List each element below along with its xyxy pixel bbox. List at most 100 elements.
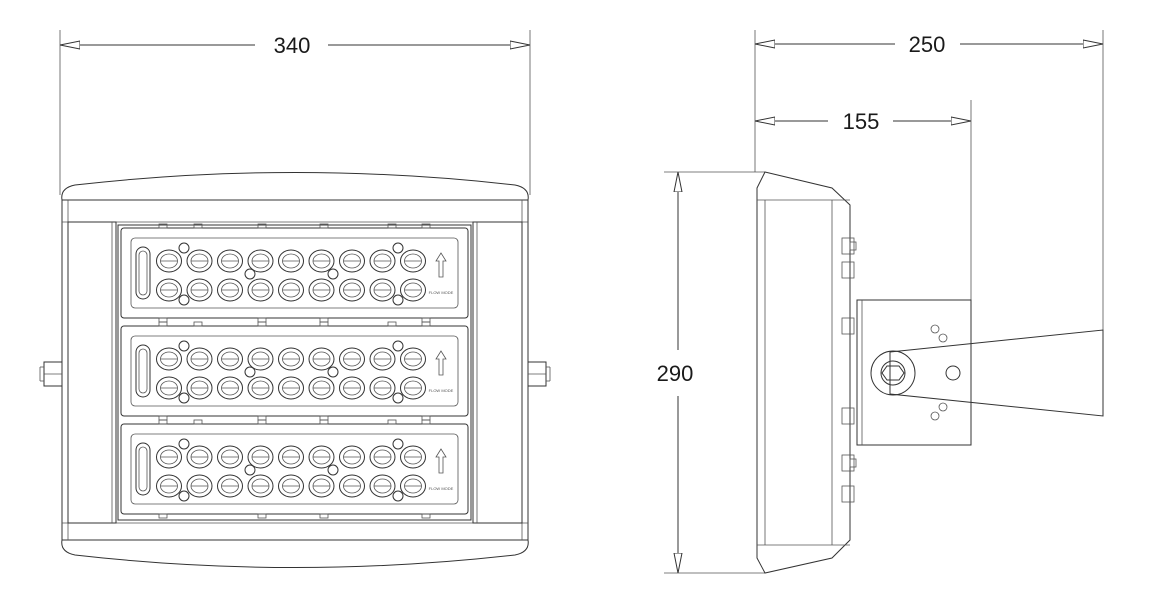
module-tab: [158, 317, 168, 323]
led-lens: [217, 278, 243, 302]
led-lens: [369, 445, 396, 469]
led-lens: [186, 249, 213, 273]
screw: [392, 490, 404, 502]
module-tab: [257, 317, 267, 323]
led-lens: [308, 278, 335, 302]
module-tab: [421, 513, 431, 519]
module-tab: [319, 223, 329, 229]
led-lens: [217, 376, 243, 400]
front-bottom-cap: [61, 539, 529, 568]
screw: [178, 490, 190, 502]
led-lens: [186, 278, 213, 302]
module-tab: [319, 419, 329, 425]
module-tab: [421, 415, 431, 421]
led-lens: [217, 474, 243, 498]
led-module-inner: [130, 237, 459, 309]
led-lens: [156, 376, 182, 400]
screw: [327, 464, 339, 476]
led-module-inner: [130, 433, 459, 505]
screw: [327, 366, 339, 378]
led-lens: [186, 445, 213, 469]
module-tab: [257, 419, 267, 425]
screw: [392, 340, 404, 352]
module-tab: [421, 317, 431, 323]
screw: [244, 366, 256, 378]
led-lens: [369, 474, 396, 498]
module-slot: [135, 344, 151, 398]
led-lens: [308, 445, 335, 469]
led-lens: [156, 474, 182, 498]
module-tab: [158, 513, 168, 519]
led-lens: [400, 249, 426, 273]
led-lens: [156, 278, 182, 302]
module-tab: [158, 321, 168, 327]
led-lens: [400, 445, 426, 469]
led-module: [120, 325, 469, 417]
screw: [327, 268, 339, 280]
direction-arrow-icon: [435, 448, 447, 474]
module-slot: [135, 246, 151, 300]
direction-arrow-icon: [435, 350, 447, 376]
led-module-inner: [130, 335, 459, 407]
screw: [244, 464, 256, 476]
led-panel-frame: [117, 224, 472, 521]
screw: [392, 242, 404, 254]
module-tab: [421, 223, 431, 229]
mounting-plate: [856, 299, 972, 446]
led-lens: [278, 474, 304, 498]
led-lens: [247, 249, 274, 273]
led-lens: [308, 474, 335, 498]
led-lens: [339, 249, 365, 273]
screw: [392, 392, 404, 404]
led-lens: [247, 278, 274, 302]
led-lens: [369, 278, 396, 302]
led-lens: [400, 376, 426, 400]
module-tab: [387, 419, 397, 425]
led-lens: [369, 249, 396, 273]
led-lens: [247, 347, 274, 371]
screw: [178, 438, 190, 450]
module-label: FLOW MODE: [429, 290, 454, 295]
led-lens: [339, 347, 365, 371]
module-slot: [135, 442, 151, 496]
led-lens: [278, 278, 304, 302]
side-rear-clips: [841, 237, 857, 503]
depth-body-dimension-label: 155: [843, 109, 880, 134]
led-lens: [400, 278, 426, 302]
led-module: [120, 227, 469, 319]
module-tab: [319, 415, 329, 421]
led-lens: [217, 249, 243, 273]
right-side-knob: [527, 361, 551, 387]
screw: [392, 438, 404, 450]
led-lens: [278, 347, 304, 371]
module-tab: [158, 223, 168, 229]
led-lens: [278, 376, 304, 400]
front-left-rail: [67, 221, 117, 524]
led-lens: [278, 249, 304, 273]
led-lens: [339, 474, 365, 498]
led-lens: [247, 474, 274, 498]
module-tab: [257, 513, 267, 519]
module-tab: [319, 513, 329, 519]
screw: [392, 294, 404, 306]
module-tab: [319, 321, 329, 327]
module-tab: [257, 321, 267, 327]
direction-arrow-icon: [435, 252, 447, 278]
led-lens: [247, 376, 274, 400]
led-module: [120, 423, 469, 515]
led-lens: [156, 249, 182, 273]
led-lens: [369, 347, 396, 371]
module-tab: [158, 419, 168, 425]
module-tab: [387, 223, 397, 229]
module-tab: [257, 415, 267, 421]
module-tab: [319, 317, 329, 323]
screw: [244, 268, 256, 280]
led-lens: [308, 347, 335, 371]
led-lens: [186, 474, 213, 498]
module-tab: [158, 415, 168, 421]
module-label: FLOW MODE: [429, 388, 454, 393]
led-lens: [156, 347, 182, 371]
screw: [178, 242, 190, 254]
